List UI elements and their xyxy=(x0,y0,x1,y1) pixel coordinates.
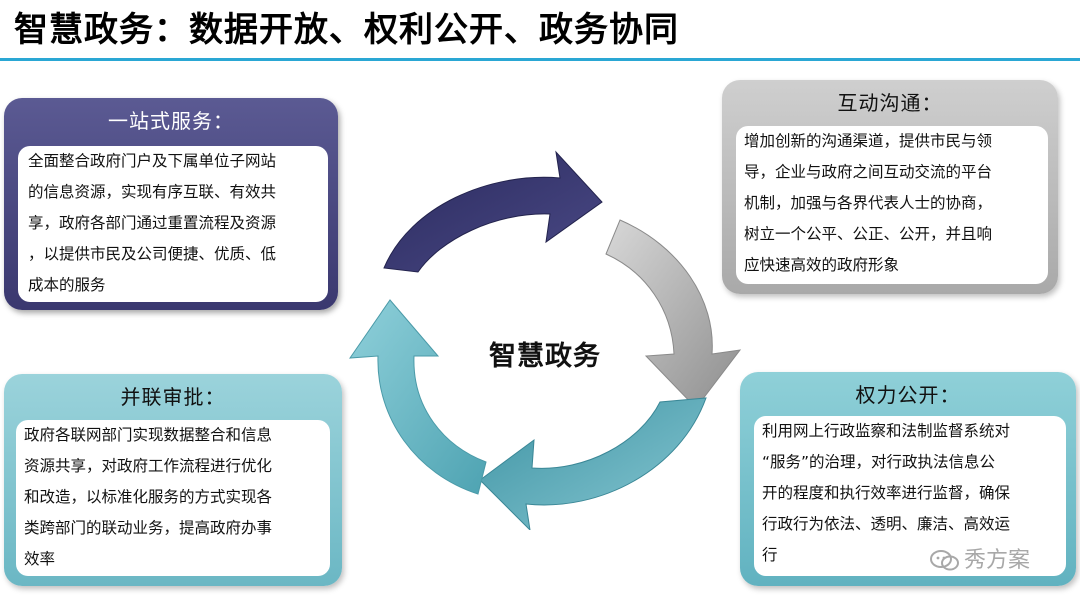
panel-body: 增加创新的沟通渠道，提供市民与领 导，企业与政府之间互动交流的平台 机制，加强与… xyxy=(736,126,1048,284)
arrow-left xyxy=(348,299,487,495)
panel-line: 行政行为依法、透明、廉洁、高效运 xyxy=(762,515,1011,533)
panel-line: 资源共享，对政府工作流程进行优化 xyxy=(24,457,273,475)
panel-line: 导，企业与政府之间互动交流的平台 xyxy=(744,163,993,181)
panel-line: 类跨部门的联动业务，提高政府办事 xyxy=(24,519,273,537)
panel-line: 效率 xyxy=(24,550,56,568)
panel-heading: 并联审批： xyxy=(120,385,226,409)
panel-line: 开的程度和执行效率进行监督，确保 xyxy=(762,484,1011,502)
watermark-text: 秀方案 xyxy=(964,548,1031,573)
panel-line: 树立一个公平、公正、公开，并且响 xyxy=(744,225,993,243)
panel-heading: 权力公开： xyxy=(855,383,961,407)
panel-line: 成本的服务 xyxy=(28,276,106,294)
panel-line: 应快速高效的政府形象 xyxy=(744,256,900,274)
panel-body: 利用网上行政监察和法制监督系统对 “服务”的治理，对行政执法信息公 开的程度和执… xyxy=(754,416,1066,576)
panel-line: 政府各联网部门实现数据整合和信息 xyxy=(24,426,273,444)
arrow-top xyxy=(383,150,603,273)
panel-line: 利用网上行政监察和法制监督系统对 xyxy=(762,422,1011,440)
panel-line: 增加创新的沟通渠道，提供市民与领 xyxy=(744,132,993,150)
panel-line: ，以提供市民及公司便捷、优质、低 xyxy=(28,245,277,263)
panel-body: 政府各联网部门实现数据整合和信息 资源共享，对政府工作流程进行优化 和改造，以标… xyxy=(16,420,330,576)
panel-one-stop-service: 一站式服务： 全面整合政府门户及下属单位子网站 的信息资源，实现有序互联、有效共… xyxy=(4,98,338,310)
panel-line: 和改造，以标准化服务的方式实现各 xyxy=(24,488,273,506)
panel-line: 的信息资源，实现有序互联、有效共 xyxy=(28,183,277,201)
panel-line: 全面整合政府门户及下属单位子网站 xyxy=(28,152,277,170)
title-divider xyxy=(0,58,1080,61)
panel-heading: 一站式服务： xyxy=(108,109,234,133)
wechat-icon xyxy=(930,550,959,571)
arrow-right xyxy=(605,219,742,409)
panel-line: “服务”的治理，对行政执法信息公 xyxy=(762,453,996,471)
panel-heading: 互动沟通： xyxy=(837,91,943,115)
panel-line: 行 xyxy=(762,546,778,564)
panel-line: 享，政府各部门通过重置流程及资源 xyxy=(28,214,277,232)
panel-power-disclosure: 权力公开： 利用网上行政监察和法制监督系统对 “服务”的治理，对行政执法信息公 … xyxy=(740,372,1076,586)
cycle-arrows-diagram xyxy=(348,150,742,530)
arrow-bottom xyxy=(479,397,707,530)
panel-body: 全面整合政府门户及下属单位子网站 的信息资源，实现有序互联、有效共 享，政府各部… xyxy=(18,146,328,302)
center-label: 智慧政务 xyxy=(489,341,601,372)
panel-line: 机制，加强与各界代表人士的协商， xyxy=(744,194,993,212)
watermark: 秀方案 xyxy=(930,548,1030,574)
panel-parallel-approval: 并联审批： 政府各联网部门实现数据整合和信息 资源共享，对政府工作流程进行优化 … xyxy=(4,374,342,586)
page-title: 智慧政务：数据开放、权利公开、政务协同 xyxy=(14,10,679,50)
panel-interactive-communication: 互动沟通： 增加创新的沟通渠道，提供市民与领 导，企业与政府之间互动交流的平台 … xyxy=(722,80,1058,294)
